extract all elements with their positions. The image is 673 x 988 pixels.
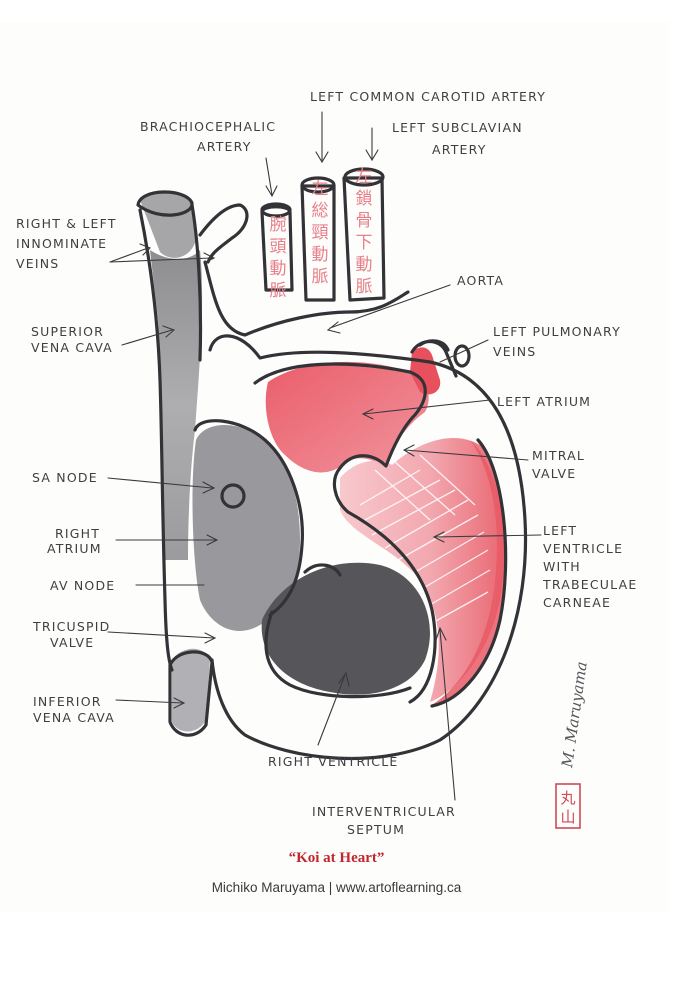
left-innominate-vein-outline bbox=[200, 205, 247, 262]
inferior-vena-cava-wash bbox=[172, 649, 210, 732]
artist-seal: 丸 山 bbox=[556, 784, 580, 828]
label-innominate-veins: RIGHT & LEFT bbox=[16, 216, 117, 231]
label-brachiocephalic: BRACHIOCEPHALIC bbox=[140, 119, 276, 134]
svg-text:VEINS: VEINS bbox=[16, 256, 59, 271]
svg-text:動: 動 bbox=[312, 245, 329, 265]
svg-text:左: 左 bbox=[356, 167, 373, 187]
label-left-subclavian: LEFT SUBCLAVIAN bbox=[392, 120, 523, 135]
label-left-atrium: LEFT ATRIUM bbox=[497, 394, 591, 409]
label-aorta: AORTA bbox=[457, 273, 504, 288]
artist-credit: Michiko Maruyama | www.artoflearning.ca bbox=[0, 880, 673, 895]
svg-text:CARNEAE: CARNEAE bbox=[543, 595, 611, 610]
left-pulmonary-vein-opening bbox=[455, 346, 469, 366]
label-left-ventricle: LEFT bbox=[543, 523, 577, 538]
svg-text:腕: 腕 bbox=[270, 215, 287, 235]
svg-text:脈: 脈 bbox=[270, 281, 287, 301]
svg-text:SEPTUM: SEPTUM bbox=[347, 822, 405, 837]
svg-text:VALVE: VALVE bbox=[50, 635, 94, 650]
label-interventricular-septum: INTERVENTRICULAR bbox=[312, 804, 456, 819]
kanji-brachiocephalic: 腕 頭 動 脈 bbox=[270, 215, 287, 301]
svg-text:丸: 丸 bbox=[560, 789, 575, 807]
label-mitral-valve: MITRAL bbox=[532, 448, 585, 463]
svg-text:WITH: WITH bbox=[543, 559, 581, 574]
svg-text:左: 左 bbox=[312, 179, 329, 199]
artist-signature: M. Maruyama bbox=[558, 660, 591, 769]
svg-text:VEINS: VEINS bbox=[493, 344, 536, 359]
kanji-left-common-carotid: 左 総 頸 動 脈 bbox=[312, 179, 329, 287]
svg-text:頸: 頸 bbox=[312, 223, 329, 243]
label-left-pulmonary-veins: LEFT PULMONARY bbox=[493, 324, 621, 339]
kanji-left-subclavian: 左 鎖 骨 下 動 脈 bbox=[356, 167, 373, 297]
svg-text:ARTERY: ARTERY bbox=[432, 142, 487, 157]
label-left-common-carotid: LEFT COMMON CAROTID ARTERY bbox=[310, 89, 546, 104]
svg-text:INNOMINATE: INNOMINATE bbox=[16, 236, 107, 251]
svg-text:頭: 頭 bbox=[270, 237, 287, 257]
label-tricuspid-valve: TRICUSPID bbox=[32, 619, 110, 634]
svg-text:VENTRICLE: VENTRICLE bbox=[543, 541, 623, 556]
label-right-ventricle: RIGHT VENTRICLE bbox=[268, 754, 398, 769]
label-superior-vena-cava: SUPERIOR bbox=[31, 324, 104, 339]
svg-text:動: 動 bbox=[270, 259, 287, 279]
svg-text:VALVE: VALVE bbox=[532, 466, 576, 481]
svg-text:TRABECULAE: TRABECULAE bbox=[542, 577, 637, 592]
label-sa-node: SA NODE bbox=[32, 470, 98, 485]
label-av-node: AV NODE bbox=[50, 578, 115, 593]
svg-text:ATRIUM: ATRIUM bbox=[47, 541, 102, 556]
svg-text:ARTERY: ARTERY bbox=[197, 139, 252, 154]
svg-text:脈: 脈 bbox=[312, 267, 329, 287]
svg-text:総: 総 bbox=[312, 201, 329, 221]
label-inferior-vena-cava: INFERIOR bbox=[33, 694, 102, 709]
svg-text:山: 山 bbox=[560, 808, 575, 826]
svg-text:VENA CAVA: VENA CAVA bbox=[33, 710, 115, 725]
svg-text:下: 下 bbox=[356, 233, 373, 253]
svg-text:動: 動 bbox=[356, 255, 373, 275]
artwork-title: “Koi at Heart” bbox=[0, 850, 673, 867]
svg-text:VENA CAVA: VENA CAVA bbox=[31, 340, 113, 355]
svg-text:骨: 骨 bbox=[356, 211, 373, 231]
svg-text:脈: 脈 bbox=[356, 277, 373, 297]
label-right-atrium: RIGHT bbox=[55, 526, 100, 541]
svg-text:鎖: 鎖 bbox=[356, 189, 373, 209]
